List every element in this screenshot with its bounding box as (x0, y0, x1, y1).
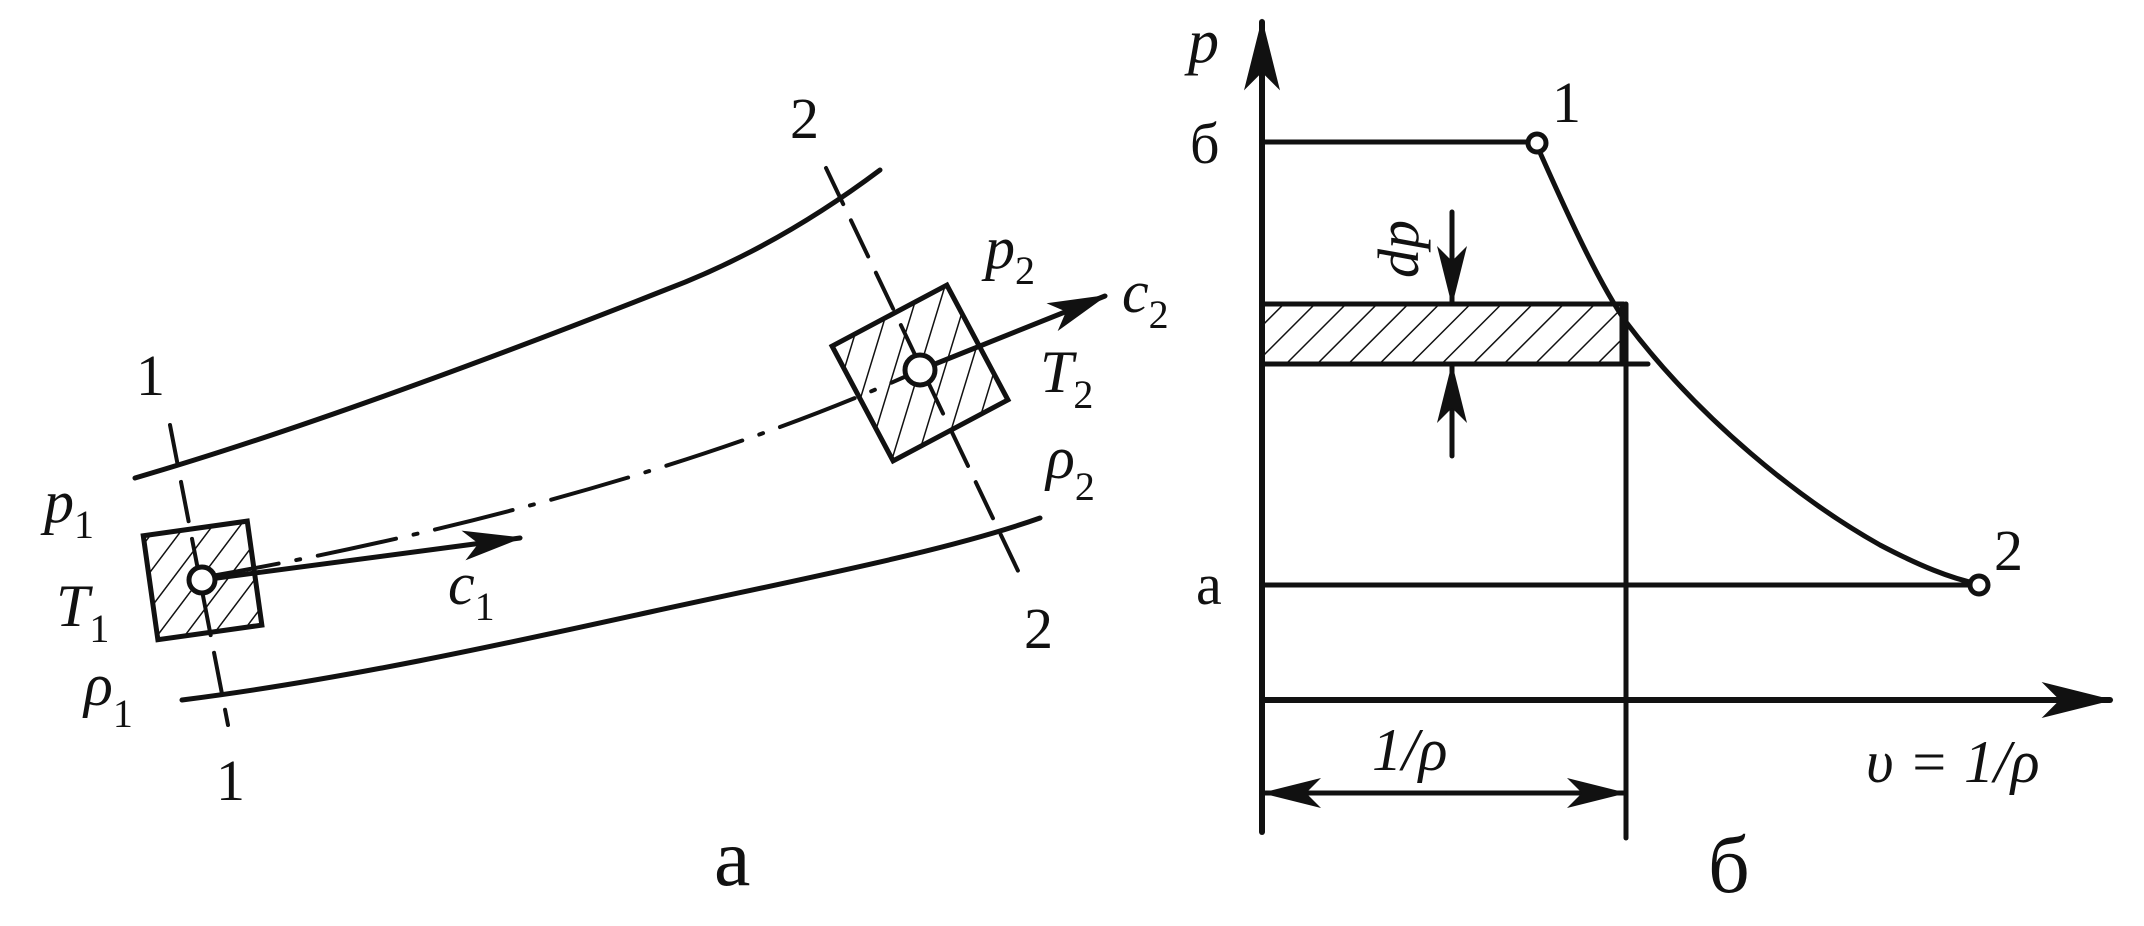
level-lower-label: а (1196, 552, 1222, 617)
process-curve (1535, 145, 1981, 587)
panel-b-caption: б (1708, 819, 1750, 910)
state-1-density-label: ρ1 (82, 652, 133, 736)
velocity-c1-label: c1 (448, 551, 495, 629)
velocity-c2-arrow (917, 293, 1108, 373)
section-2-line (824, 166, 1022, 577)
point-2-marker (1967, 573, 1991, 597)
p-axis-label: p (1184, 8, 1219, 76)
state-2-density-label: ρ2 (1044, 425, 1095, 509)
tube-axis (198, 368, 922, 580)
state-2-pressure-label: p2 (981, 215, 1035, 293)
state-2-temperature-label: T2 (1040, 339, 1093, 417)
point-2-label: 2 (1994, 518, 2023, 583)
element-2-centre (902, 352, 938, 388)
tube-lower-wall (179, 515, 1043, 703)
section-1-bottom-label: 1 (216, 748, 245, 813)
velocity-c1-arrow (199, 530, 523, 583)
panel-a-caption: а (714, 812, 750, 903)
state-1-temperature-label: T1 (56, 573, 109, 651)
dp-label: dp (1366, 220, 1431, 278)
point-1-marker (1525, 131, 1549, 155)
section-1-top-label: 1 (136, 343, 165, 408)
element-1-centre (186, 564, 218, 596)
section-2-top-label: 2 (790, 86, 819, 151)
dp-strip (1259, 301, 1625, 367)
level-upper-label: б (1190, 111, 1220, 176)
state-1-pressure-label: p1 (40, 469, 94, 547)
section-2-bottom-label: 2 (1024, 596, 1053, 661)
panel-a-stream-tube (132, 166, 1108, 727)
panel-b-p-v-diagram (1244, 18, 2114, 841)
v-axis-label: υ = 1/ρ (1866, 729, 2040, 795)
tube-upper-wall (132, 167, 883, 481)
velocity-c2-label: c2 (1122, 259, 1169, 337)
point-1-label: 1 (1552, 70, 1581, 135)
width-label: 1/ρ (1372, 717, 1447, 783)
